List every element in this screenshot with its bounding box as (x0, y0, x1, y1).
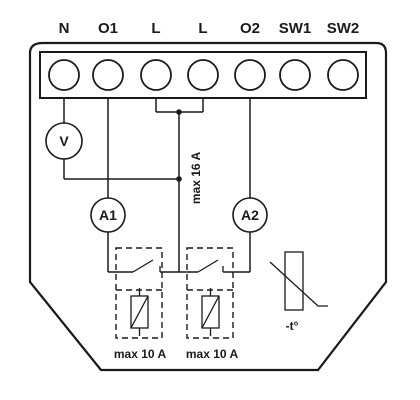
ammeter-2-label: A2 (241, 207, 259, 223)
terminal-label-l1: L (151, 20, 160, 37)
ammeter-1 (90, 197, 126, 233)
terminal-screw-o2 (234, 59, 266, 91)
terminal-label-sw1: SW1 (279, 20, 312, 37)
voltmeter-label: V (59, 133, 69, 149)
ammeter-1-label: A1 (99, 207, 117, 223)
terminal-label-sw2: SW2 (327, 20, 360, 37)
terminal-screw-l1 (140, 59, 172, 91)
terminal-label-o1: O1 (98, 20, 118, 37)
thermistor-icon (269, 251, 328, 311)
relay-2 (186, 247, 234, 339)
terminal-label-o2: O2 (240, 20, 260, 37)
terminal-screw-sw1 (279, 59, 311, 91)
wires (63, 98, 251, 273)
input-current-label: max 16 A (189, 152, 203, 205)
terminal-screw-l2 (187, 59, 219, 91)
voltmeter (45, 122, 83, 160)
ammeter-2 (232, 197, 268, 233)
junction-dot-top (176, 109, 182, 115)
thermistor-label: -t° (286, 319, 299, 333)
relay-1-current-label: max 10 A (114, 347, 167, 361)
terminal-label-n: N (59, 20, 70, 37)
relay-2-current-label: max 10 A (186, 347, 239, 361)
terminal-label-l2: L (198, 20, 207, 37)
terminal-screw-n (48, 59, 80, 91)
junction-dot-neutral (176, 176, 182, 182)
terminal-screw-o1 (92, 59, 124, 91)
device-outline (28, 41, 388, 372)
relay-1 (115, 247, 163, 339)
terminal-screw-sw2 (327, 59, 359, 91)
